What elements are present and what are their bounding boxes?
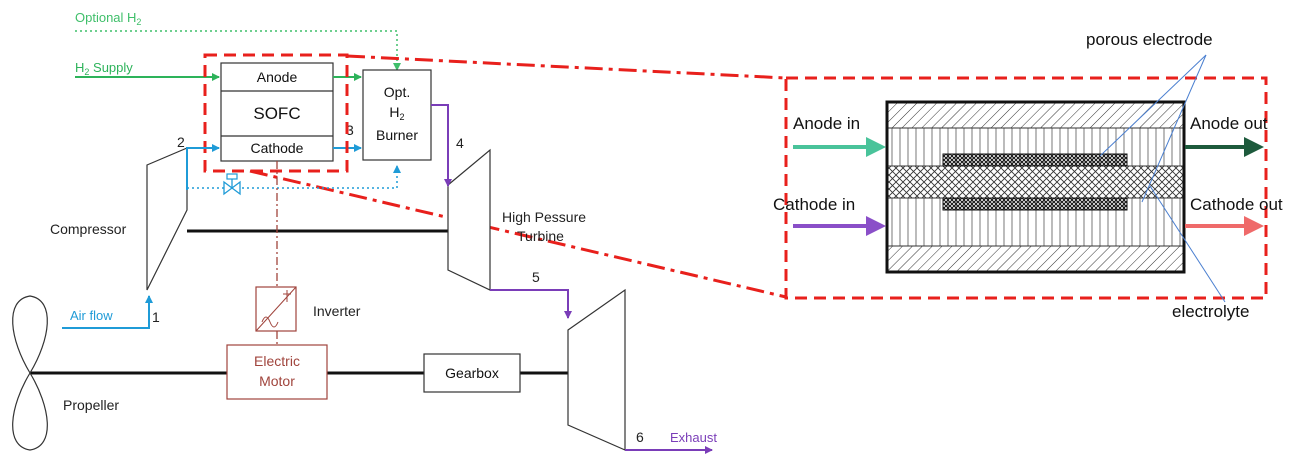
compressor-to-cathode-line: [186, 144, 220, 190]
optional-h2-label: Optional H2: [75, 10, 141, 27]
inverter-label: Inverter: [313, 303, 361, 319]
porous-electrode-leader-2: [1141, 54, 1207, 203]
electric-motor-label-2: Motor: [259, 373, 295, 389]
air-flow-label: Air flow: [70, 308, 113, 323]
anode-out-arrow: [1185, 137, 1264, 157]
cathode-in-label: Cathode in: [773, 195, 855, 214]
cathode-out-label: Cathode out: [1190, 195, 1283, 214]
h2-supply-label: H2 Supply: [75, 60, 133, 77]
station-6-label: 6: [636, 429, 644, 445]
h2-supply-line: H2 Supply: [75, 60, 220, 81]
porous-electrode-top: [942, 153, 1128, 167]
propeller-label: Propeller: [63, 397, 119, 413]
h2-burner: Opt. H2 Burner: [362, 69, 432, 161]
compressor-label: Compressor: [50, 221, 127, 237]
anode-in-arrow: [793, 137, 886, 157]
optional-h2-line: Optional H2: [75, 10, 401, 71]
anode-label: Anode: [257, 69, 298, 85]
electric-motor-label-1: Electric: [254, 353, 300, 369]
cathode-in-arrow: [793, 216, 886, 236]
anode-out-label: Anode out: [1190, 114, 1268, 133]
burner-label-3: Burner: [376, 127, 418, 143]
detail-highlight-frame: [784, 76, 1268, 300]
cell-cross-section: [885, 100, 1186, 274]
hp-turbine-label-1: High Pessure: [502, 209, 586, 225]
sofc-label: SOFC: [253, 104, 300, 123]
zoom-line-bottom: [249, 169, 787, 299]
valve-icon: [223, 173, 241, 196]
cathode-label: Cathode: [251, 140, 304, 156]
hp-turbine-label-2: Turbine: [517, 228, 564, 244]
station-4-label: 4: [456, 135, 464, 151]
burner-label-1: Opt.: [384, 84, 410, 100]
burner-label-2: H2: [389, 104, 404, 122]
sofc-highlight-frame: [203, 53, 349, 173]
electric-motor: Electric Motor: [226, 344, 328, 400]
hp-turbine: [447, 148, 491, 291]
lp-turbine: [567, 288, 626, 451]
sofc-stack: Anode SOFC Cathode: [220, 62, 334, 162]
bypass-line: [187, 165, 401, 189]
electrolyte-leader: [1149, 185, 1226, 303]
gearbox-label: Gearbox: [445, 365, 499, 381]
electrolyte-label: electrolyte: [1172, 302, 1249, 321]
zoom-line-top: [346, 54, 787, 80]
exhaust-label: Exhaust: [670, 430, 717, 445]
porous-electrode-bottom: [942, 197, 1128, 211]
hp-to-lp-turbine-line: [490, 289, 572, 319]
station-2-label: 2: [177, 134, 185, 150]
inverter-icon: [255, 286, 297, 332]
air-inlet: Air flow 1: [62, 295, 160, 329]
porous-electrode-leader-1: [1099, 54, 1207, 157]
compressor: [146, 147, 188, 291]
burner-to-turbine-line: [431, 104, 452, 187]
station-1-label: 1: [152, 309, 160, 325]
station-5-label: 5: [532, 269, 540, 285]
gearbox: Gearbox: [423, 353, 521, 393]
station-3-label: 3: [346, 122, 354, 138]
cathode-out-arrow: [1185, 216, 1264, 236]
propeller-icon: [12, 295, 48, 451]
porous-electrode-label: porous electrode: [1086, 30, 1213, 49]
anode-in-label: Anode in: [793, 114, 860, 133]
